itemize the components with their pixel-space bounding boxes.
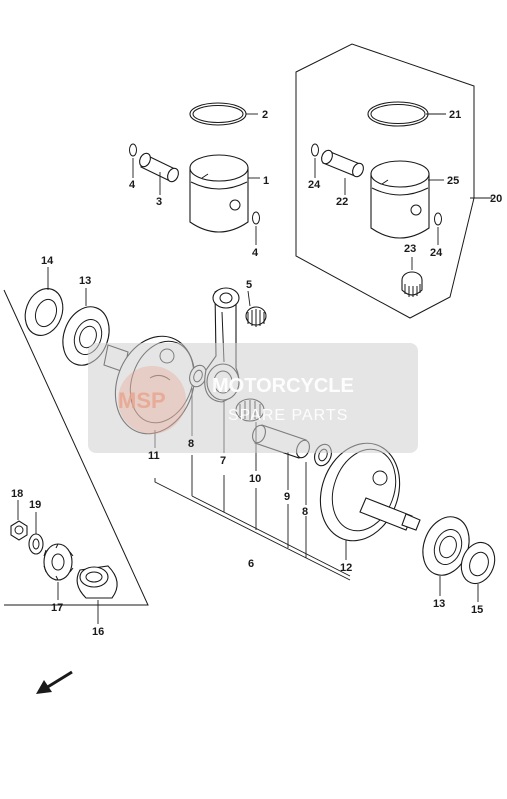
gear-17 — [43, 543, 74, 581]
nut-18 — [10, 520, 28, 541]
callout-21: 21 — [449, 109, 461, 121]
washer-19 — [28, 533, 44, 555]
piston-25 — [370, 160, 430, 239]
callout-3: 3 — [156, 196, 162, 208]
callout-9: 9 — [284, 491, 290, 503]
circlip-24a — [311, 143, 319, 157]
callout-14: 14 — [41, 255, 54, 267]
piston-pin-3 — [139, 152, 179, 183]
piston-pin-22 — [321, 149, 364, 178]
watermark-line2: SPARE PARTS — [228, 407, 348, 424]
piston-kit-group-outline — [295, 43, 475, 319]
needle-bearing-5 — [245, 306, 267, 327]
callout-17: 17 — [51, 602, 63, 614]
callout-7: 7 — [220, 455, 226, 467]
callout-18: 18 — [11, 488, 23, 500]
watermark-logo-icon — [118, 366, 186, 434]
callout-23: 23 — [404, 243, 416, 255]
callout-13-left: 13 — [79, 275, 91, 287]
oil-seal-15 — [460, 541, 496, 585]
callout-4a: 4 — [129, 179, 136, 191]
callout-24a: 24 — [308, 179, 321, 191]
callout-20: 20 — [490, 193, 502, 205]
oil-seal-14 — [24, 288, 64, 336]
bearing-13-right — [422, 516, 470, 576]
crank-half-right-12 — [319, 442, 421, 542]
circlip-4b — [252, 211, 260, 225]
piston-1 — [189, 154, 249, 233]
callout-12: 12 — [340, 562, 352, 574]
callout-8b: 8 — [302, 506, 308, 518]
callout-2: 2 — [262, 109, 268, 121]
callout-15: 15 — [471, 604, 483, 616]
spacer-16 — [76, 565, 118, 599]
needle-bearing-23 — [401, 271, 423, 297]
callout-13-right: 13 — [433, 598, 445, 610]
callout-24b: 24 — [430, 247, 443, 259]
drive-gear-group-outline — [3, 289, 149, 606]
callout-22: 22 — [336, 196, 348, 208]
circlip-4a — [129, 143, 137, 157]
callout-5: 5 — [246, 279, 252, 291]
callout-25: 25 — [447, 175, 459, 187]
callout-10: 10 — [249, 473, 261, 485]
watermark-logo-text: MSP — [118, 388, 166, 413]
callout-labels: 1 2 3 4 4 5 6 7 8 8 9 10 11 12 13 13 14 … — [11, 109, 502, 638]
callout-4b: 4 — [252, 247, 259, 259]
assembly-bracket-lines — [154, 197, 492, 581]
callout-16: 16 — [92, 626, 104, 638]
callout-1: 1 — [263, 175, 269, 187]
callout-8a: 8 — [188, 438, 194, 450]
callout-6: 6 — [248, 558, 254, 570]
watermark-line1: MOTORCYCLE — [212, 375, 354, 397]
circlip-24b — [434, 212, 442, 226]
callout-11: 11 — [148, 450, 160, 462]
watermark: MSP MOTORCYCLE SPARE PARTS — [88, 343, 418, 453]
piston-ring-2 — [189, 102, 247, 126]
front-direction-arrow-icon — [36, 670, 73, 694]
callout-19: 19 — [29, 499, 41, 511]
piston-ring-21 — [367, 101, 429, 127]
